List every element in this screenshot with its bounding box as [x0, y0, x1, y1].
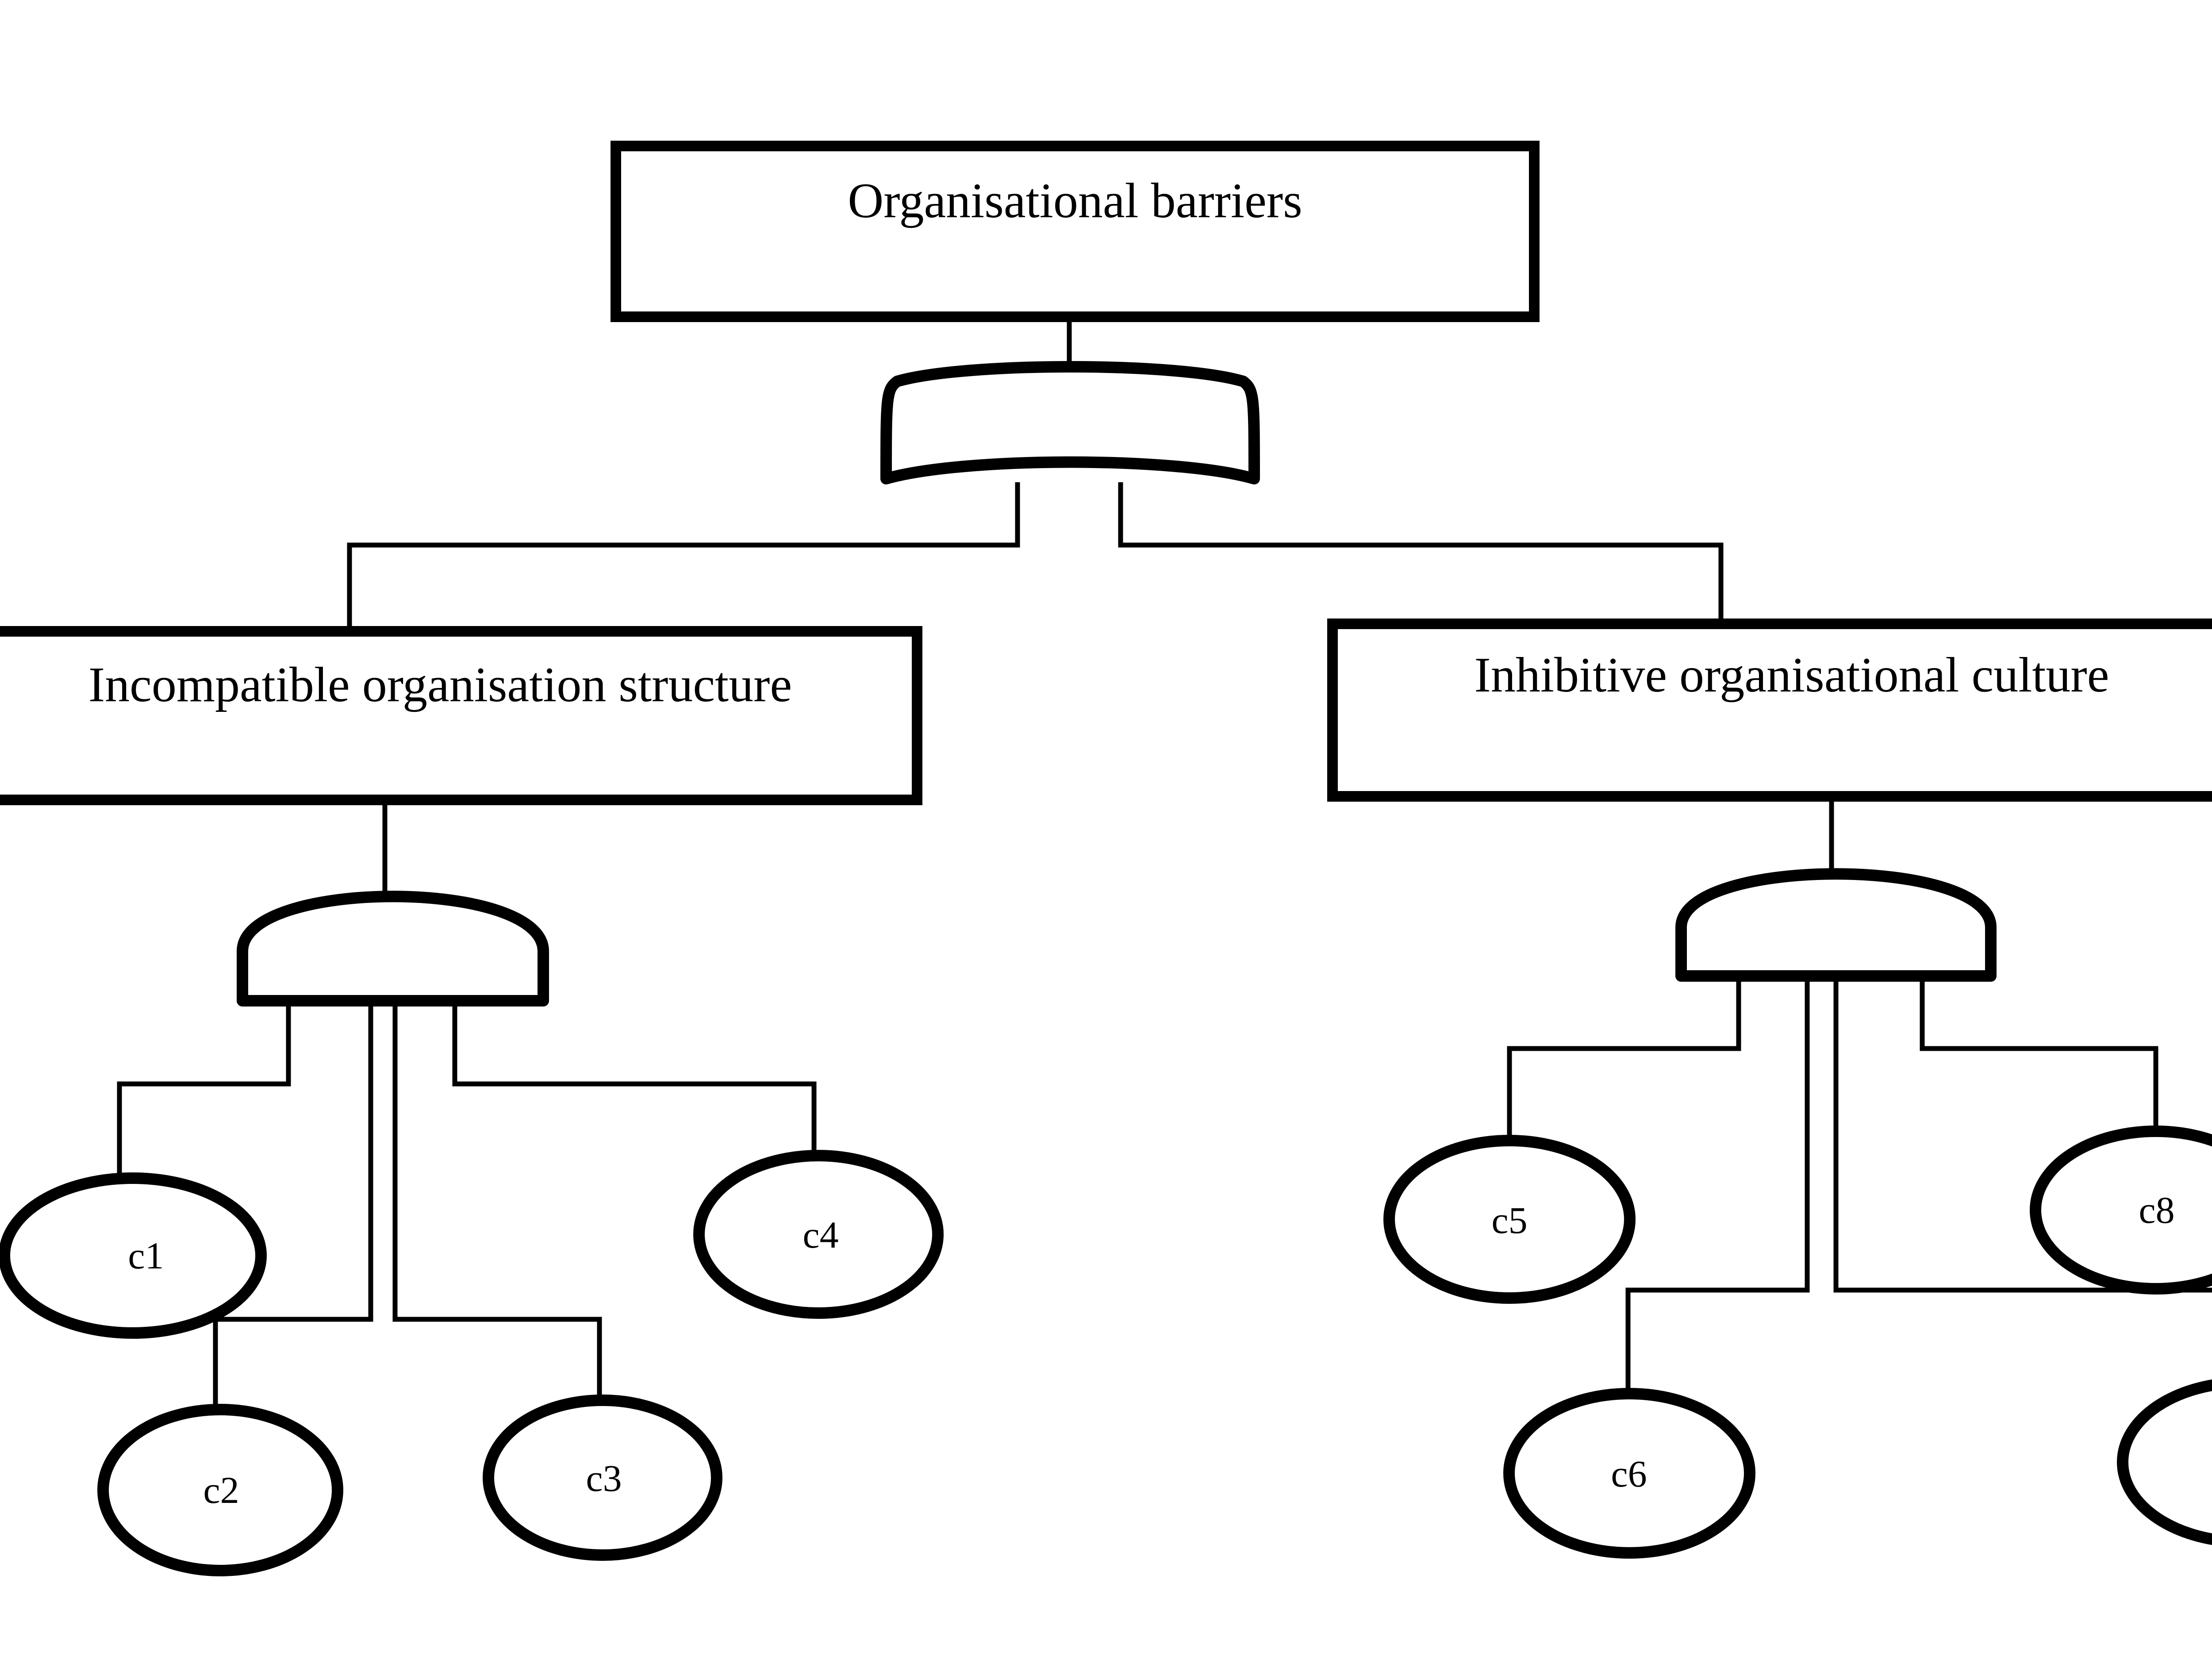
- gate-right-and-icon[interactable]: [1675, 868, 1997, 982]
- gate-top-or-icon[interactable]: [880, 361, 1260, 484]
- node-ellipse-c6[interactable]: [1503, 1388, 1755, 1559]
- rect-nodes: [0, 141, 2212, 805]
- edge-right-gate-to-c7: [1833, 980, 2212, 1293]
- edge-left-gate-to-c3: [392, 1005, 602, 1406]
- node-ellipse-c8[interactable]: [2030, 1126, 2212, 1295]
- gate-left-and-icon[interactable]: [237, 891, 549, 1007]
- node-box-left[interactable]: [0, 626, 922, 805]
- edge-right-gate-to-c8: [1920, 980, 2158, 1133]
- basic-event-nodes: [0, 1126, 2212, 1576]
- node-box-top[interactable]: [611, 141, 1540, 322]
- node-ellipse-c1[interactable]: [0, 1172, 267, 1339]
- node-ellipse-c2[interactable]: [97, 1404, 343, 1576]
- edge-right-gate-to-c6: [1625, 980, 1810, 1399]
- edge-left-gate-to-c4: [452, 1005, 817, 1158]
- edge-left-gate-to-c1: [117, 1005, 291, 1182]
- node-ellipse-c3[interactable]: [483, 1395, 722, 1561]
- edge-gate-to-right-box: [1118, 482, 1724, 619]
- node-ellipse-c7[interactable]: [2117, 1379, 2212, 1545]
- edge-right-gate-to-c5: [1507, 980, 1741, 1142]
- edge-gate-to-left-box: [347, 482, 1020, 626]
- node-ellipse-c5[interactable]: [1383, 1135, 1636, 1304]
- node-box-right[interactable]: [1327, 619, 2212, 802]
- edge-left-gate-to-c2: [213, 1005, 373, 1416]
- node-ellipse-c4[interactable]: [693, 1150, 944, 1319]
- connector-lines: [117, 322, 2212, 1416]
